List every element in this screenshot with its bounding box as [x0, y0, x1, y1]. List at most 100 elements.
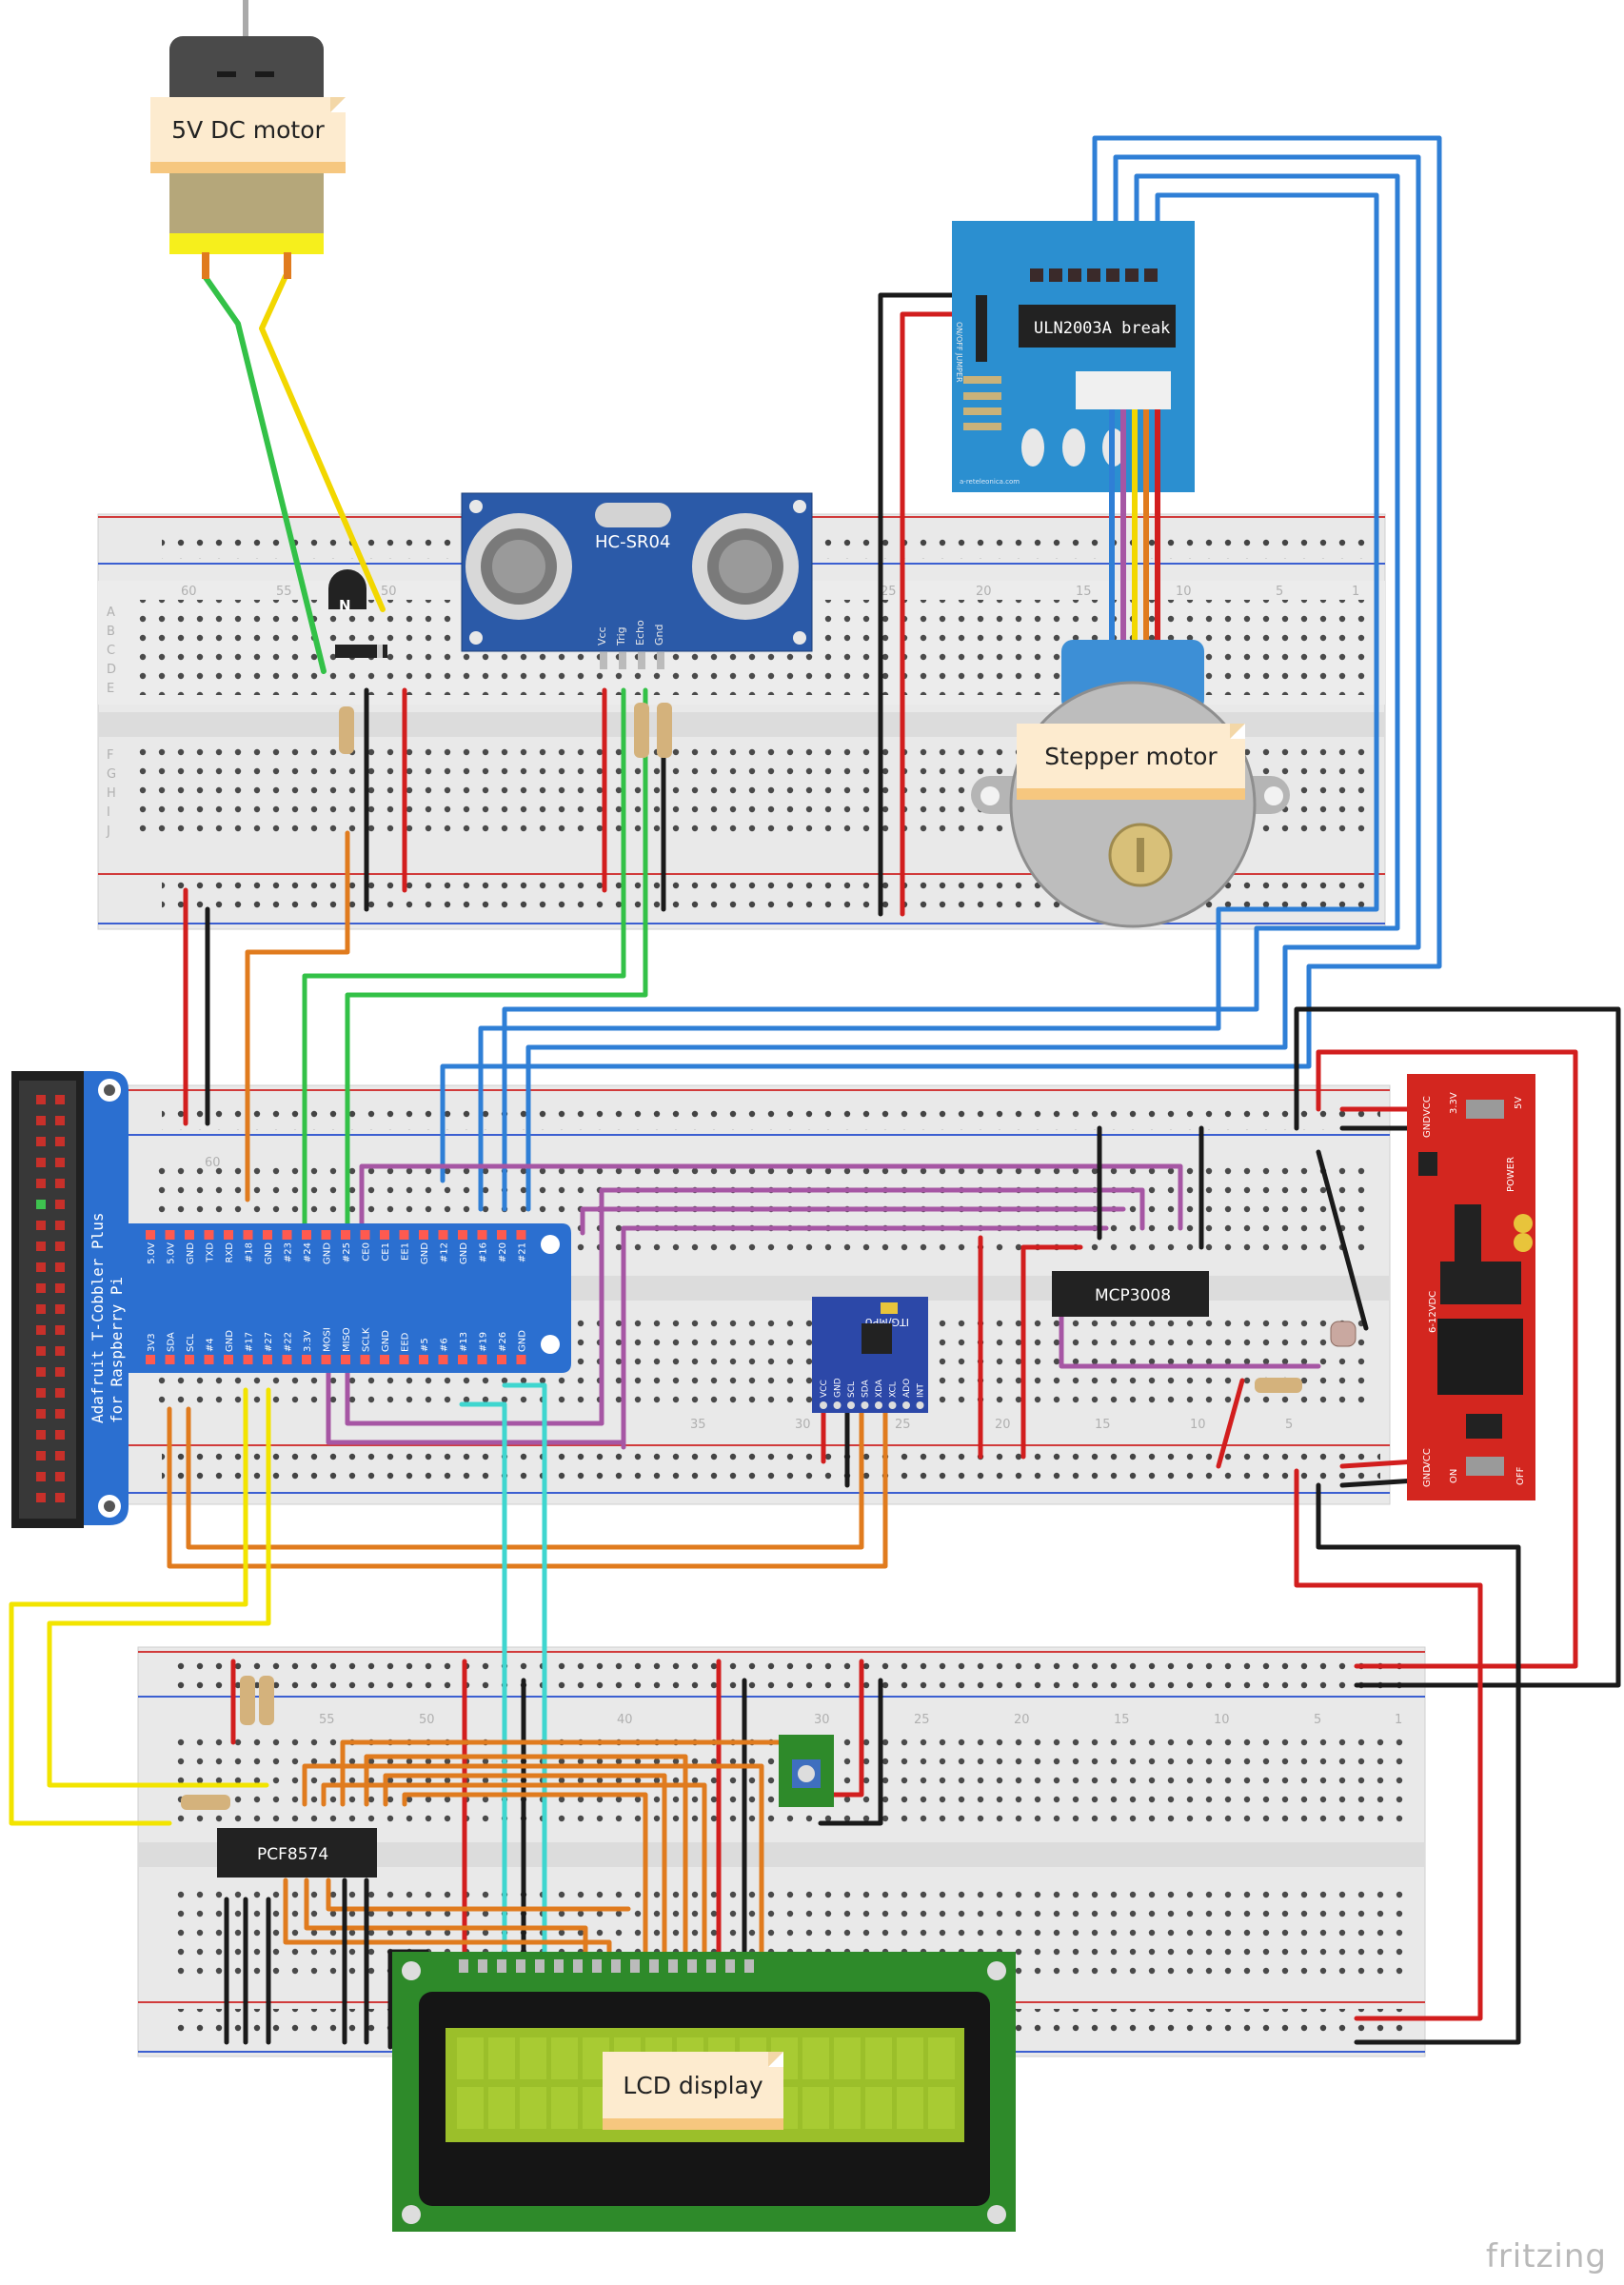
- lcd-cell: [551, 2037, 578, 2079]
- imu-pin: [833, 1401, 842, 1409]
- cobbler-pin: [458, 1230, 467, 1240]
- cobbler-pin-label: #19: [479, 1332, 489, 1352]
- transistor-label: N: [339, 597, 351, 614]
- lcd-pin: [725, 1959, 735, 1973]
- cobbler-pin: [419, 1355, 428, 1364]
- header-pin: [36, 1221, 46, 1230]
- lcd-cell: [488, 2037, 515, 2079]
- lcd-cell: [802, 2037, 829, 2079]
- power-module-label: 3.3V: [1449, 1092, 1459, 1114]
- cobbler-pin-label: #17: [245, 1332, 255, 1352]
- header-pin: [36, 1095, 46, 1104]
- resistors-top: [339, 703, 672, 758]
- header-pin: [36, 1262, 46, 1272]
- cobbler-pin-label: #25: [342, 1242, 352, 1262]
- cobbler-pin-label: #16: [479, 1242, 489, 1262]
- t-cobbler: Adafruit T-Cobbler Plus for Raspberry Pi…: [11, 1071, 571, 1528]
- header-pin: [36, 1451, 46, 1460]
- power-module-label: OFF: [1515, 1466, 1526, 1485]
- imu-pin: [916, 1401, 924, 1409]
- imu-pin-label: INT: [917, 1383, 926, 1398]
- stepper-driver-board: ULN2003A break ON/OFF JUMPER a-reteleoni…: [952, 221, 1195, 492]
- cobbler-pin: [224, 1355, 233, 1364]
- potentiometer: [779, 1735, 834, 1807]
- cobbler-pin: [438, 1230, 448, 1240]
- sensor-pin-label: Vcc: [596, 626, 608, 646]
- svg-text:20: 20: [1014, 1713, 1030, 1727]
- lcd-cell: [834, 2037, 861, 2079]
- header-pin: [36, 1158, 46, 1167]
- cobbler-pin-label: #5: [420, 1338, 430, 1352]
- lcd-pin: [744, 1959, 754, 1973]
- svg-text:35: 35: [690, 1418, 706, 1432]
- header-pin: [55, 1304, 65, 1314]
- cobbler-pin-label: CE1: [381, 1242, 391, 1262]
- header-pin: [55, 1409, 65, 1419]
- cobbler-pin: [458, 1355, 467, 1364]
- header-pin: [55, 1200, 65, 1209]
- svg-text:C: C: [107, 644, 115, 658]
- cobbler-pin-label: SCL: [186, 1334, 196, 1352]
- lcd-cell: [520, 2087, 546, 2129]
- cobbler-pin-label: #4: [206, 1338, 216, 1352]
- cobbler-pin: [516, 1230, 526, 1240]
- header-pin: [55, 1179, 65, 1188]
- header-pin: [36, 1179, 46, 1188]
- svg-text:15: 15: [1076, 585, 1092, 599]
- power-module-label: 6-12VDC: [1428, 1291, 1438, 1333]
- expander-label: PCF8574: [257, 1845, 328, 1864]
- header-pin: [36, 1388, 46, 1398]
- cobbler-pin: [185, 1355, 194, 1364]
- header-pin: [55, 1472, 65, 1481]
- svg-text:5: 5: [1276, 585, 1283, 599]
- cobbler-pin: [282, 1355, 292, 1364]
- cobbler-pin-label: GND: [518, 1330, 528, 1352]
- cobbler-pin-label: #6: [440, 1338, 450, 1352]
- imu-pin-label: XDA: [875, 1379, 884, 1398]
- svg-text:50: 50: [381, 585, 397, 599]
- cobbler-pin-label: EED: [401, 1332, 411, 1352]
- lcd-cell: [457, 2037, 484, 2079]
- driver-label: ULN2003A break: [1034, 319, 1170, 338]
- header-pin: [36, 1367, 46, 1377]
- lcd-pin: [687, 1959, 697, 1973]
- svg-text:E: E: [107, 682, 114, 696]
- header-pin: [55, 1158, 65, 1167]
- svg-text:55: 55: [276, 585, 292, 599]
- lcd-cell: [865, 2087, 892, 2129]
- resistor-middle: [1255, 1378, 1302, 1393]
- imu-pin: [847, 1401, 855, 1409]
- cobbler-pin: [380, 1355, 389, 1364]
- driver-maker-label: a-reteleonica.com: [960, 478, 1020, 486]
- header-pin: [36, 1430, 46, 1440]
- svg-text:15: 15: [1114, 1713, 1130, 1727]
- svg-text:25: 25: [881, 585, 897, 599]
- io-expander-chip: PCF8574: [217, 1828, 377, 1878]
- svg-text:60: 60: [205, 1156, 221, 1170]
- header-pin: [55, 1346, 65, 1356]
- note-dc-motor: 5V DC motor: [150, 97, 346, 173]
- header-pin: [36, 1116, 46, 1125]
- sensor-pin-label: Trig: [615, 626, 627, 646]
- svg-text:D: D: [107, 663, 116, 677]
- header-pin: [36, 1325, 46, 1335]
- cobbler-pin-label: TXD: [206, 1242, 216, 1263]
- svg-text:30: 30: [814, 1713, 830, 1727]
- cobbler-pin-label: MOSI: [323, 1327, 333, 1352]
- svg-text:20: 20: [995, 1418, 1011, 1432]
- cobbler-pin: [399, 1355, 409, 1364]
- power-module-label: 5V: [1514, 1097, 1524, 1109]
- svg-text:F: F: [107, 748, 113, 763]
- cobbler-pin: [360, 1355, 370, 1364]
- cobbler-pin: [497, 1230, 506, 1240]
- cobbler-pin: [516, 1355, 526, 1364]
- header-pin: [55, 1451, 65, 1460]
- cobbler-pin: [263, 1355, 272, 1364]
- imu-pin: [902, 1401, 910, 1409]
- lcd-pin: [516, 1959, 525, 1973]
- imu-pin-label: SCL: [847, 1381, 857, 1398]
- svg-text:H: H: [107, 786, 116, 801]
- cobbler-pin: [380, 1230, 389, 1240]
